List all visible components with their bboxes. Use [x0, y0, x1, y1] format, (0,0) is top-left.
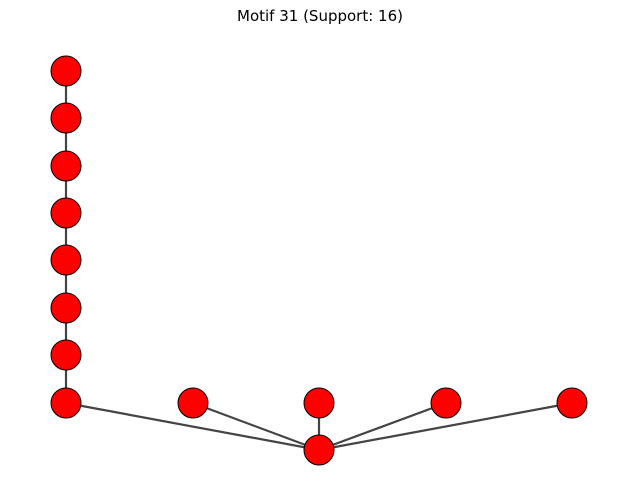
node-layer: [50, 55, 588, 466]
node-n5: [50, 244, 82, 276]
node-n9: [177, 387, 209, 419]
node-n3: [50, 150, 82, 182]
node-n12: [556, 387, 588, 419]
edge-n9-n13: [192, 401, 320, 452]
node-n11: [430, 387, 462, 419]
edge-n12-n13: [318, 401, 573, 452]
node-n10: [303, 387, 335, 419]
edge-n8-n13: [65, 401, 320, 452]
node-n7: [50, 339, 82, 371]
node-n1: [50, 55, 82, 87]
node-n2: [50, 102, 82, 134]
edge-n11-n13: [318, 401, 447, 452]
node-n6: [50, 292, 82, 324]
diagram-title: Motif 31 (Support: 16): [237, 7, 403, 25]
node-n4: [50, 197, 82, 229]
node-n13: [303, 434, 335, 466]
node-n8: [50, 387, 82, 419]
